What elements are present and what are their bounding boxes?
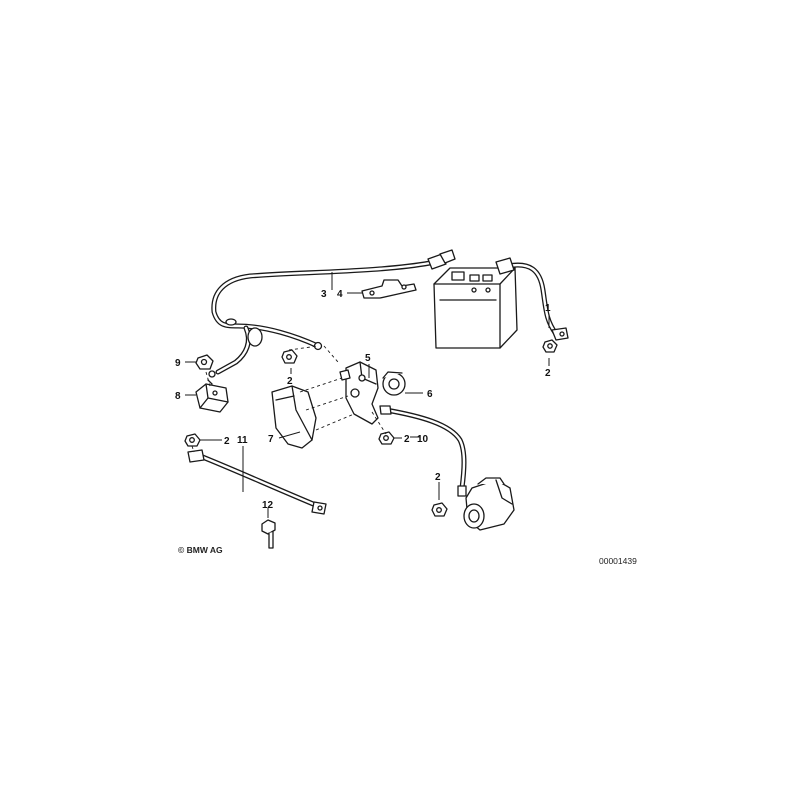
nut-left [184, 433, 201, 447]
callout-7: 7 [268, 434, 274, 445]
nut-part-9 [195, 354, 214, 370]
callout-2-starter: 2 [435, 472, 441, 483]
callout-2-battery: 2 [545, 368, 551, 379]
callout-11: 11 [237, 435, 248, 446]
starter-cable [379, 405, 467, 497]
callout-2-center: 2 [287, 376, 293, 387]
junction-terminal [339, 361, 379, 425]
nut-battery [542, 339, 558, 353]
nut-starter [431, 502, 448, 517]
ground-strap [187, 449, 327, 515]
grommet [382, 371, 406, 396]
nut-center [281, 349, 298, 364]
leader-lines [185, 272, 550, 518]
copyright-notice: © BMW AG [178, 545, 223, 555]
starter-motor [463, 477, 515, 531]
callout-4: 4 [337, 289, 343, 300]
callout-8: 8 [175, 391, 181, 402]
terminal-block [195, 379, 229, 413]
callout-12: 12 [262, 500, 274, 511]
cable-holder [361, 279, 417, 299]
terminal-cover [271, 385, 317, 449]
callout-5: 5 [365, 353, 371, 364]
positive-battery-cable [208, 249, 456, 378]
callout-3: 3 [321, 289, 327, 300]
nut-middle [378, 431, 395, 445]
callout-2-middle: 2 [404, 434, 410, 445]
callout-6: 6 [427, 389, 433, 400]
negative-battery-cable [495, 257, 569, 341]
callout-1: 1 [545, 303, 551, 314]
callout-2-left: 2 [224, 436, 230, 447]
callout-9: 9 [175, 358, 181, 369]
drawing-number: 00001439 [599, 556, 637, 566]
battery [433, 267, 518, 349]
assembly-lines [191, 345, 387, 453]
callout-10: 10 [417, 434, 429, 445]
bolt [261, 519, 276, 549]
